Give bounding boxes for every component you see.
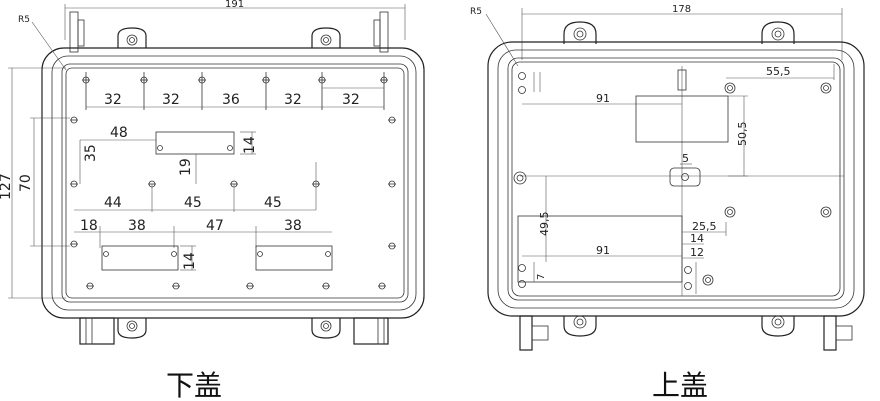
overall-width-label: 191 bbox=[225, 0, 244, 10]
bottom-spacing-1: 18 bbox=[80, 218, 98, 234]
lower-cover-caption: 下盖 bbox=[166, 369, 222, 401]
vertical-offset-label: 49,5 bbox=[538, 212, 551, 237]
bottom-spacing-2: 38 bbox=[128, 218, 146, 234]
window-width-label: 48 bbox=[110, 125, 128, 141]
left-offset-label: 91 bbox=[596, 92, 610, 105]
upper-overall-width-label: 178 bbox=[672, 4, 691, 15]
middle-spacing-2: 45 bbox=[184, 195, 202, 211]
inner-height-label: 70 bbox=[18, 174, 34, 192]
upper-cover-drawing: 178 R5 55,5 bbox=[470, 4, 865, 401]
lower-cover-drawing: 191 R5 127 bbox=[0, 0, 425, 401]
top-spacing-2: 32 bbox=[162, 92, 180, 108]
upper-cover-caption: 上盖 bbox=[652, 369, 708, 401]
upper-radius-label: R5 bbox=[470, 7, 482, 17]
window-tab-label: 14 bbox=[242, 136, 258, 154]
bottom-window-height-label: 14 bbox=[182, 252, 198, 270]
overall-height-label: 127 bbox=[0, 173, 14, 200]
corner-offset-label: 7 bbox=[536, 274, 547, 280]
radius-label: R5 bbox=[18, 15, 30, 25]
bottom-spacing-3: 47 bbox=[206, 218, 224, 234]
lower-offset-b-label: 12 bbox=[690, 246, 704, 259]
middle-spacing-1: 44 bbox=[104, 195, 122, 211]
bottom-spacing-4: 38 bbox=[284, 218, 302, 234]
top-spacing-1: 32 bbox=[104, 92, 122, 108]
window-height-label: 35 bbox=[83, 144, 99, 162]
center-hole-label: 5 bbox=[682, 152, 689, 165]
small-offset-label: 25,5 bbox=[692, 220, 717, 233]
middle-spacing-3: 45 bbox=[264, 195, 282, 211]
top-spacing-4: 32 bbox=[284, 92, 302, 108]
window-height-label-upper: 50,5 bbox=[736, 122, 749, 147]
top-spacing-3: 36 bbox=[222, 92, 240, 108]
lower-offset-a-label: 14 bbox=[690, 232, 704, 245]
top-right-offset-label: 55,5 bbox=[766, 65, 791, 78]
top-spacing-5: 32 bbox=[342, 92, 360, 108]
window-offset-label: 19 bbox=[178, 158, 194, 176]
lower-left-offset-label: 91 bbox=[596, 244, 610, 257]
